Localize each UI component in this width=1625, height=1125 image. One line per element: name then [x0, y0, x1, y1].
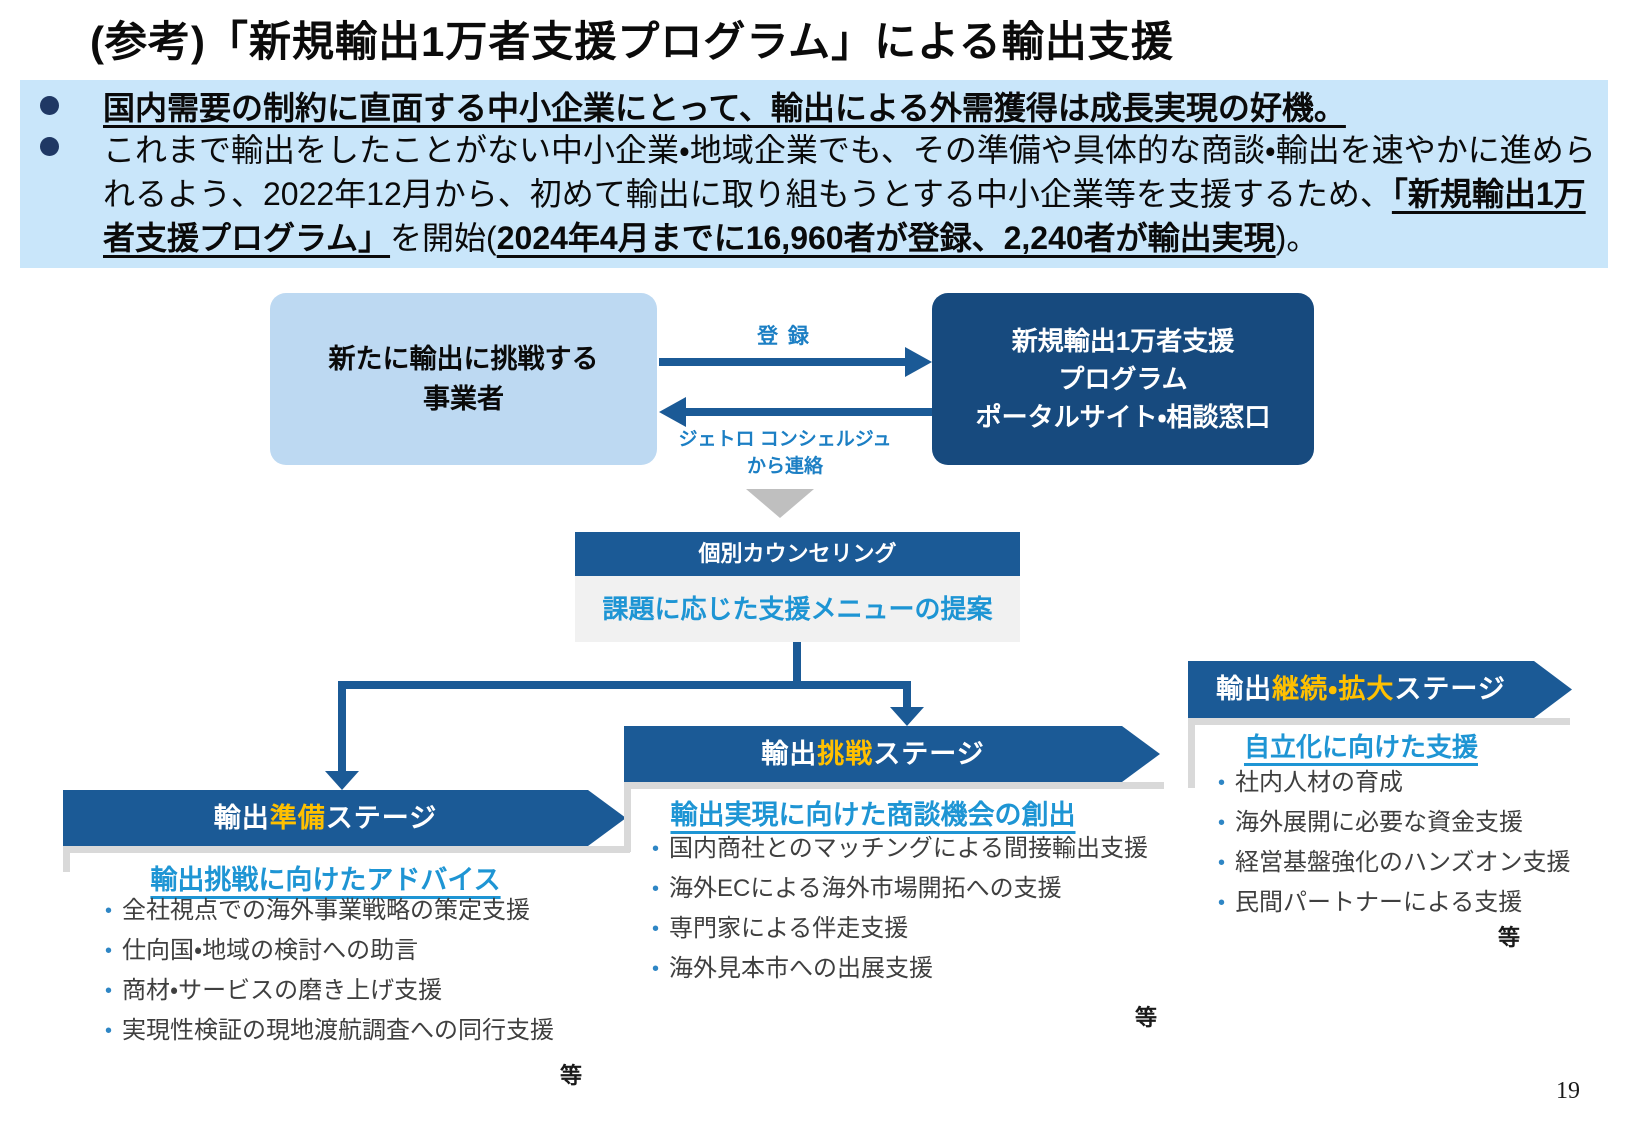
- banner-shadow: [1188, 718, 1195, 788]
- bullet-dot-icon: [1218, 850, 1225, 876]
- counseling-bar: 個別カウンセリング: [575, 532, 1020, 576]
- stage-preparation-list: 全社視点での海外事業戦略の策定支援 仕向国・地域の検討への助言 商材・サービスの…: [105, 898, 554, 1058]
- program-portal-box-line1: 新規輸出1万者支援: [1011, 326, 1235, 356]
- arrowhead-down-icon: [890, 707, 924, 726]
- stage-continuation-heading: 自立化に向けた支援: [1243, 732, 1478, 762]
- register-label: 登 録: [757, 325, 811, 348]
- bullet-dot-icon: [1218, 770, 1225, 796]
- bullet-dot-icon: [1218, 810, 1225, 836]
- banner-shadow: [63, 846, 630, 853]
- list-item: 全社視点での海外事業戦略の策定支援: [105, 898, 554, 924]
- connector-left-drop: [338, 689, 346, 773]
- connector-stub: [793, 642, 801, 685]
- arrowhead-down-icon: [325, 771, 359, 790]
- bullet-dot-icon: [1218, 890, 1225, 916]
- stage-continuation-list: 社内人材の育成 海外展開に必要な資金支援 経営基盤強化のハンズオン支援 民間パー…: [1218, 770, 1571, 930]
- program-portal-box: 新規輸出1万者支援 プログラム ポータルサイト・相談窓口: [932, 293, 1314, 465]
- down-triangle-icon: [746, 489, 814, 518]
- list-item: 商材・サービスの磨き上げ支援: [105, 978, 554, 1004]
- banner-shadow: [624, 782, 631, 852]
- list-item: 海外見本市への出展支援: [652, 956, 1148, 982]
- list-item: 国内商社とのマッチングによる間接輸出支援: [652, 836, 1148, 862]
- arrowhead-right-icon: [905, 347, 932, 377]
- list-item: 専門家による伴走支援: [652, 916, 1148, 942]
- bullet-dot-icon: [652, 836, 659, 862]
- program-portal-box-line3: ポータルサイト・相談窓口: [975, 402, 1271, 432]
- bullet-dot-icon: [652, 876, 659, 902]
- list-item: 実現性検証の現地渡航調査への同行支援: [105, 1018, 554, 1044]
- bullet-dot-icon: [105, 938, 112, 964]
- contact-label: ジェトロ コンシェルジュ から連絡: [635, 426, 935, 480]
- list-item: 民間パートナーによる支援: [1218, 890, 1571, 916]
- counseling-note: 課題に応じた支援メニューの提案: [575, 576, 1020, 642]
- program-portal-box-line2: プログラム: [1058, 364, 1188, 394]
- new-exporter-box-line2: 事業者: [423, 384, 504, 414]
- page-number: 19: [1556, 1078, 1580, 1104]
- bullet-dot-icon: [105, 978, 112, 1004]
- summary-bullet-2: これまで輸出をしたことがない中小企業・地域企業でも、その準備や具体的な商談・輸出…: [103, 132, 1596, 256]
- etc-label: 等: [1498, 925, 1521, 950]
- banner-shadow: [624, 782, 1164, 789]
- banner-shadow: [63, 846, 70, 872]
- arrowhead-left-icon: [659, 397, 686, 427]
- stage-preparation-banner: 輸出準備ステージ: [63, 790, 626, 846]
- banner-shadow: [1188, 718, 1570, 725]
- summary-bullet-1: 国内需要の制約に直面する中小企業にとって、輸出による外需獲得は成長実現の好機。: [103, 90, 1346, 126]
- page-title: (参考)「新規輸出1万者支援プログラム」による輸出支援: [90, 18, 1174, 65]
- bullet-dot-icon: [652, 956, 659, 982]
- list-item: 海外展開に必要な資金支援: [1218, 810, 1571, 836]
- connector-right-drop: [903, 689, 911, 709]
- register-arrow: [659, 358, 907, 366]
- bullet-icon: [40, 96, 59, 115]
- contact-arrow: [684, 408, 932, 416]
- new-exporter-box: 新たに輸出に挑戦する 事業者: [270, 293, 657, 465]
- etc-label: 等: [560, 1063, 583, 1088]
- list-item: 海外ECによる海外市場開拓への支援: [652, 876, 1148, 902]
- summary-box: 国内需要の制約に直面する中小企業にとって、輸出による外需獲得は成長実現の好機。 …: [20, 80, 1608, 268]
- bullet-dot-icon: [105, 1018, 112, 1044]
- stage-continuation-banner: 輸出継続・拡大ステージ: [1188, 661, 1572, 718]
- bullet-dot-icon: [105, 898, 112, 924]
- contact-label-line1: ジェトロ コンシェルジュ: [678, 429, 892, 450]
- etc-label: 等: [1135, 1005, 1158, 1030]
- new-exporter-box-line1: 新たに輸出に挑戦する: [328, 344, 599, 374]
- stage-challenge-banner: 輸出挑戦ステージ: [624, 726, 1160, 782]
- connector-horizontal: [338, 681, 911, 689]
- list-item: 経営基盤強化のハンズオン支援: [1218, 850, 1571, 876]
- list-item: 社内人材の育成: [1218, 770, 1571, 796]
- stage-challenge-list: 国内商社とのマッチングによる間接輸出支援 海外ECによる海外市場開拓への支援 専…: [652, 836, 1148, 996]
- list-item: 仕向国・地域の検討への助言: [105, 938, 554, 964]
- stage-challenge-heading: 輸出実現に向けた商談機会の創出: [670, 800, 1076, 830]
- contact-label-line2: から連絡: [746, 456, 823, 477]
- bullet-icon: [40, 137, 59, 156]
- stage-preparation-heading: 輸出挑戦に向けたアドバイス: [150, 865, 501, 895]
- bullet-dot-icon: [652, 916, 659, 942]
